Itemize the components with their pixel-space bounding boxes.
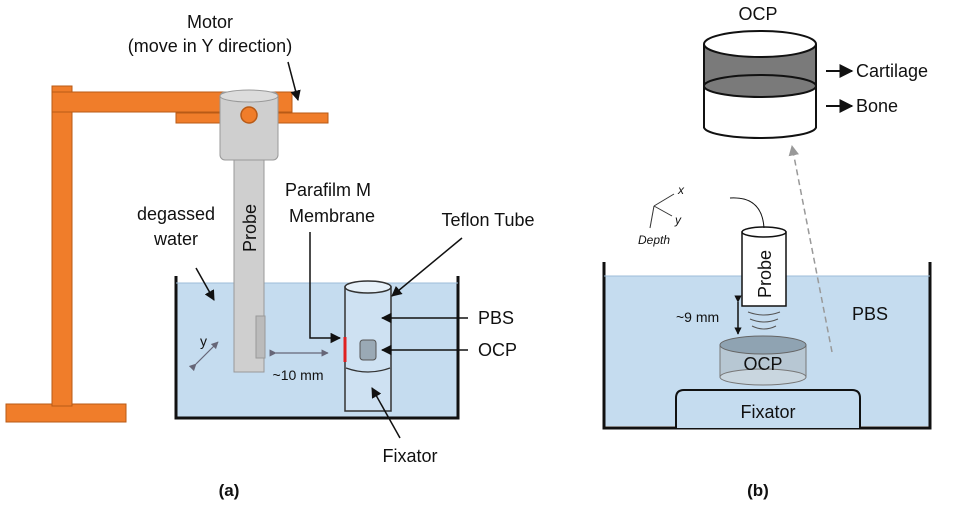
parafilm-line1: Parafilm M — [285, 180, 371, 200]
ocp-label-a: OCP — [478, 340, 517, 360]
stand-base — [5, 403, 127, 423]
y-axis-arrow-a — [188, 341, 219, 372]
tank-walls-a — [174, 276, 460, 420]
ocp-sample-b-bottom — [719, 368, 807, 386]
fixator-label-a: Fixator — [382, 446, 437, 466]
degassed-water-arrow — [195, 267, 215, 301]
probe-mount-top — [219, 89, 279, 103]
ultrasound-wave-2 — [749, 318, 779, 323]
ocp-top — [703, 30, 817, 58]
degassed-water-line1: degassed — [137, 204, 215, 224]
panel-a: Probe Motor (move in Y direction) degass… — [5, 12, 535, 500]
caption-a: (a) — [219, 481, 240, 500]
parafilm-line2: Membrane — [289, 206, 375, 226]
distance-label-a: ~10 mm — [273, 367, 324, 383]
axis-x-b — [653, 193, 675, 207]
fixator-a — [345, 367, 391, 373]
ocp-label-b: OCP — [743, 354, 782, 374]
fixator-b — [675, 389, 861, 428]
probe-label-b: Probe — [755, 250, 775, 298]
motor-knob — [240, 106, 258, 124]
motor-title: Motor — [187, 12, 233, 32]
axis-y-b — [653, 205, 673, 217]
axis-x-label-b: x — [677, 183, 685, 197]
ocp-sample-b-top — [719, 335, 807, 355]
probe-tip-a — [255, 315, 266, 359]
teflon-tube-arrow — [391, 237, 463, 297]
fixator-arrow-a — [371, 387, 401, 439]
axis-depth-b — [649, 205, 655, 229]
y-axis-label-a: y — [200, 333, 207, 349]
teflon-tube-label: Teflon Tube — [441, 210, 534, 230]
probe-body-b — [741, 231, 787, 307]
pbs-label-a: PBS — [478, 308, 514, 328]
axis-depth-label-b: Depth — [638, 233, 670, 247]
ocp-sample-a — [359, 339, 377, 361]
axis-y-label-b: y — [674, 213, 682, 227]
degassed-water-line2: water — [153, 229, 198, 249]
zoom-dashed-line — [788, 144, 833, 353]
caption-b: (b) — [747, 481, 769, 500]
motor-arrow — [287, 61, 301, 102]
cartilage-label: Cartilage — [856, 61, 928, 81]
teflon-tube-top — [344, 280, 392, 294]
ocp-cartilage-bottom — [703, 74, 817, 98]
pbs-label-b: PBS — [852, 304, 888, 324]
parafilm-arrow — [309, 232, 342, 344]
distance-label-b: ~9 mm — [676, 309, 719, 325]
fixator-label-b: Fixator — [740, 402, 795, 422]
probe-cable-b — [729, 197, 765, 229]
bone-label: Bone — [856, 96, 898, 116]
motor-subtitle: (move in Y direction) — [128, 36, 292, 56]
ocp-title-b: OCP — [738, 4, 777, 24]
probe-label-a: Probe — [240, 204, 260, 252]
stand-column — [51, 85, 73, 407]
ultrasound-wave-3 — [751, 325, 777, 330]
probe-top-b — [741, 226, 787, 238]
ultrasound-wave-1 — [747, 311, 781, 316]
panel-b: OCP Cartilage Bone Fixator OCP Probe — [602, 4, 932, 500]
